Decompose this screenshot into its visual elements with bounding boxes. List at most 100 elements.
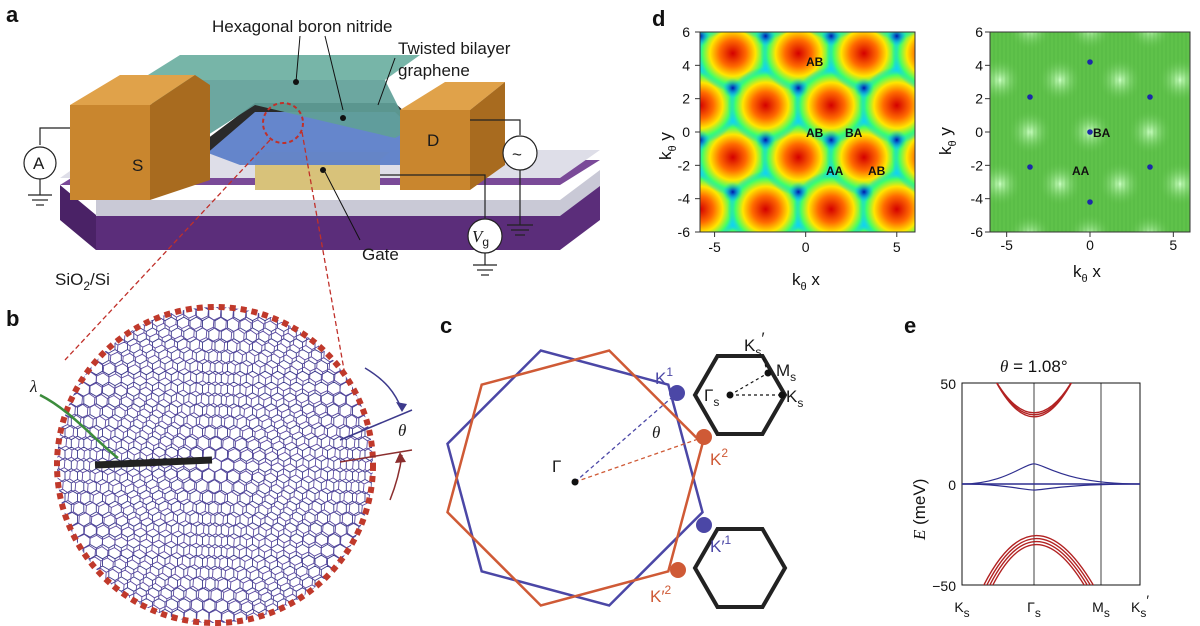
hbn-top <box>140 55 420 80</box>
band-xtick-label: Ms <box>1092 599 1110 620</box>
aa-bright-region <box>1128 422 1172 466</box>
panel-a: a S D Hexagonal boron nit <box>6 2 600 416</box>
valence-band <box>989 540 1088 585</box>
panel-label-c: c <box>440 313 452 338</box>
potential-maximum <box>596 171 672 247</box>
ab-site-dot <box>1087 129 1093 135</box>
potential-minimum <box>853 78 874 99</box>
lambda-label: λ <box>29 377 37 396</box>
potential-maximum <box>924 0 1000 39</box>
heatmap-ytick-label: -4 <box>678 191 691 207</box>
aa-bright-region <box>918 162 962 206</box>
moire-potential-heatmap <box>596 0 1033 299</box>
flat-band-upper <box>962 463 1140 485</box>
potential-minimum <box>657 78 677 98</box>
k2-label: K2 <box>710 446 728 469</box>
potential-minimum <box>700 32 710 47</box>
panel-label-b: b <box>6 306 19 331</box>
band-xtick-label: Γs <box>1027 599 1041 620</box>
k1-point <box>669 385 685 401</box>
drain-label: D <box>427 131 439 150</box>
panel-label-e: e <box>904 313 916 338</box>
brillouin-zone-layer-1 <box>446 349 704 607</box>
lattice-ylabel: kθ y <box>936 127 959 155</box>
aa-bright-region <box>1038 58 1082 103</box>
band-ylabel: E (meV) <box>910 479 929 541</box>
flat-band-lower <box>962 483 1140 491</box>
lattice-ytick-label: -2 <box>971 157 984 173</box>
tbg-label-2: graphene <box>398 61 470 80</box>
lattice-xtick-label: 0 <box>1086 237 1094 253</box>
heatmap-xtick-label: 0 <box>802 239 810 255</box>
heatmap-ylabel: kθ y <box>656 132 679 160</box>
aa-bright-region <box>1098 370 1142 414</box>
lattice-xtick-label: -5 <box>1000 237 1013 253</box>
aa-bright-region <box>768 318 812 362</box>
arrowhead-2 <box>395 452 406 463</box>
kp1-label: K′1 <box>710 533 732 556</box>
gs-ms-line <box>729 372 769 396</box>
hbn-leader <box>295 35 301 83</box>
twist-arrow-1 <box>364 367 403 411</box>
potential-maximum <box>629 223 705 299</box>
panel-b: b λ θ <box>6 304 413 626</box>
aa-bright-region <box>1008 422 1052 466</box>
lattice-ytick-label: -6 <box>971 224 984 240</box>
heatmap-xlabel: kθ x <box>792 270 820 293</box>
potential-minimum <box>920 78 940 98</box>
kp1-point <box>696 517 712 533</box>
lattice-xlabel: kθ x <box>1073 262 1101 285</box>
ms-ksp-line <box>762 357 769 374</box>
drain-side <box>470 82 505 190</box>
ab-site-dot <box>1087 199 1093 205</box>
aa-bright-region <box>948 318 992 362</box>
aa-bright-region <box>990 161 1022 206</box>
aa-bright-region <box>1188 422 1200 466</box>
hbn-dot <box>293 79 299 85</box>
hbn-leader-2 <box>324 35 344 111</box>
bands <box>962 383 1140 585</box>
lattice-ytick-label: 0 <box>975 124 983 140</box>
potential-minimum <box>821 234 841 254</box>
band-title: θ = 1.08° <box>1000 357 1068 376</box>
potential-minimum <box>886 129 907 150</box>
drain-front <box>400 110 470 190</box>
theta-label-b: θ <box>398 421 406 440</box>
lattice-pattern <box>768 32 1200 466</box>
aa-bright-region <box>990 58 1022 103</box>
k2-point <box>696 429 712 445</box>
potential-maximum <box>708 223 758 232</box>
gamma-k1-line <box>574 392 678 483</box>
potential-maximum <box>596 67 672 143</box>
potential-maximum <box>957 223 1033 299</box>
band-ytick-label: −50 <box>932 578 956 594</box>
aa-bright-region <box>1068 318 1112 362</box>
aa-bright-region <box>828 318 872 362</box>
panel-label-d: d <box>652 6 665 31</box>
lattice-ytick-label: 6 <box>975 24 983 40</box>
heatmap-ytick-label: -6 <box>678 224 691 240</box>
valence-band <box>992 543 1085 585</box>
aa-bright-region <box>1158 266 1200 310</box>
source-label: S <box>132 156 143 175</box>
ac-source-label: ~ <box>512 145 522 164</box>
aa-bright-region <box>1098 161 1142 206</box>
sio2-layer <box>96 170 600 216</box>
hbn-dot-2 <box>340 115 346 121</box>
ks-label: Ks <box>786 387 803 410</box>
band-ytick-label: 0 <box>948 477 956 493</box>
zoom-circle <box>262 102 304 144</box>
ab-site-dot <box>1027 164 1033 170</box>
gate-dot <box>320 167 326 173</box>
marker-ab-2: AB <box>806 126 824 140</box>
potential-minimum <box>788 78 809 99</box>
potential-minimum <box>952 234 972 254</box>
heatmap-xtick-label: 5 <box>893 239 901 255</box>
hbn-label: Hexagonal boron nitride <box>212 17 393 36</box>
substrate-label: SiO2/Si <box>55 270 110 293</box>
source-top <box>70 75 195 105</box>
ammeter-circuit <box>23 127 70 206</box>
aa-bright-region <box>1098 266 1142 310</box>
lambda-line <box>39 393 119 459</box>
